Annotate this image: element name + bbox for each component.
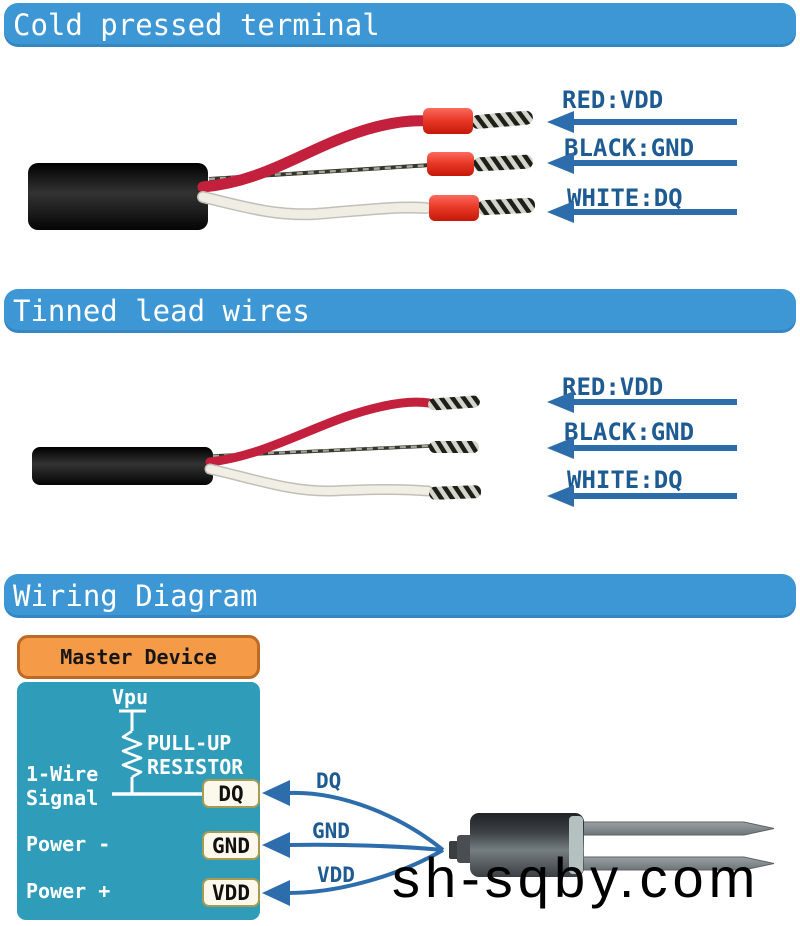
section-banner-wiring-diagram: Wiring Diagram [4,574,796,618]
red-wire [205,397,434,467]
arrowhead-icon [262,780,290,806]
tinned-pin [471,110,533,129]
probe-needle-top [582,821,775,836]
white-wire [206,465,432,496]
arrow-shaft [571,493,737,499]
tinned-pin [473,154,533,172]
wire-label-white-dq: WHITE:DQ [567,466,683,494]
section-title: Wiring Diagram [13,579,258,613]
pin-label: DQ [218,781,244,806]
arrow-left-icon [547,152,737,174]
pin-box-vdd: VDD [202,878,260,907]
arrowhead-icon [547,201,574,223]
wire-label-black-gnd: BLACK:GND [564,134,695,162]
section-banner-cold-pressed: Cold pressed terminal [4,3,796,47]
wire-label-red-vdd: RED:VDD [562,86,664,114]
section-title: Tinned lead wires [13,294,310,328]
diagram-wire-label-vdd: VDD [317,863,355,887]
arrowhead-icon [547,437,574,459]
white-wire [198,192,431,219]
arrow-left-icon [547,485,737,507]
arrow-shaft [571,445,737,451]
wire-label-black-gnd: BLACK:GND [564,418,695,446]
cable-photo-tinned-lead-wires [32,395,482,500]
pin-box-gnd: GND [202,831,260,860]
red-wire [197,115,434,193]
arrow-shaft [571,209,737,215]
wire-label-white-dq: WHITE:DQ [567,184,683,212]
arrowhead-icon [547,485,574,507]
diagram-wire-label-dq: DQ [316,769,342,793]
arrowhead-icon [547,152,574,174]
tinned-pin [477,197,536,216]
arrowhead-icon [262,880,290,906]
red-ferrule [427,152,474,176]
tinned-tip [428,395,480,411]
arrowhead-icon [547,391,574,413]
power-plus-label: Power + [26,879,111,903]
arrow-left-icon [547,437,737,459]
arrowhead-icon [547,111,574,133]
red-ferrule [423,108,473,134]
master-device-box: Master Device [17,635,260,679]
diagram-wire-label-gnd: GND [312,819,350,843]
vpu-label: Vpu [112,685,149,709]
master-device-label: Master Device [60,645,217,669]
arrow-left-icon [547,391,737,413]
cable-jacket [28,163,208,230]
pullup-resistor-label-line2: RESISTOR [147,755,244,779]
pin-label: VDD [212,880,250,905]
power-minus-label: Power - [26,832,111,856]
arrow-shaft [571,160,737,166]
arrow-left-icon [547,201,737,223]
section-banner-tinned: Tinned lead wires [4,289,796,333]
tinned-tip [429,485,482,500]
arrow-shaft [571,399,737,405]
red-ferrule [429,195,479,221]
arrow-left-icon [547,111,737,133]
watermark: sh-sqby.com [392,846,761,909]
tinned-tip [429,441,479,453]
arrowhead-icon [262,832,290,858]
arrow-shaft [571,119,737,125]
one-wire-signal-label-line1: 1-Wire [26,762,99,786]
pin-label: GND [212,833,250,858]
section-title: Cold pressed terminal [13,8,380,42]
pullup-resistor-label-line1: PULL-UP [147,731,232,755]
one-wire-signal-label-line2: Signal [26,786,99,810]
wire-label-red-vdd: RED:VDD [562,373,664,401]
cable-photo-cold-pressed-terminals [28,108,536,230]
pin-box-dq: DQ [202,779,260,808]
cable-jacket [32,447,213,485]
